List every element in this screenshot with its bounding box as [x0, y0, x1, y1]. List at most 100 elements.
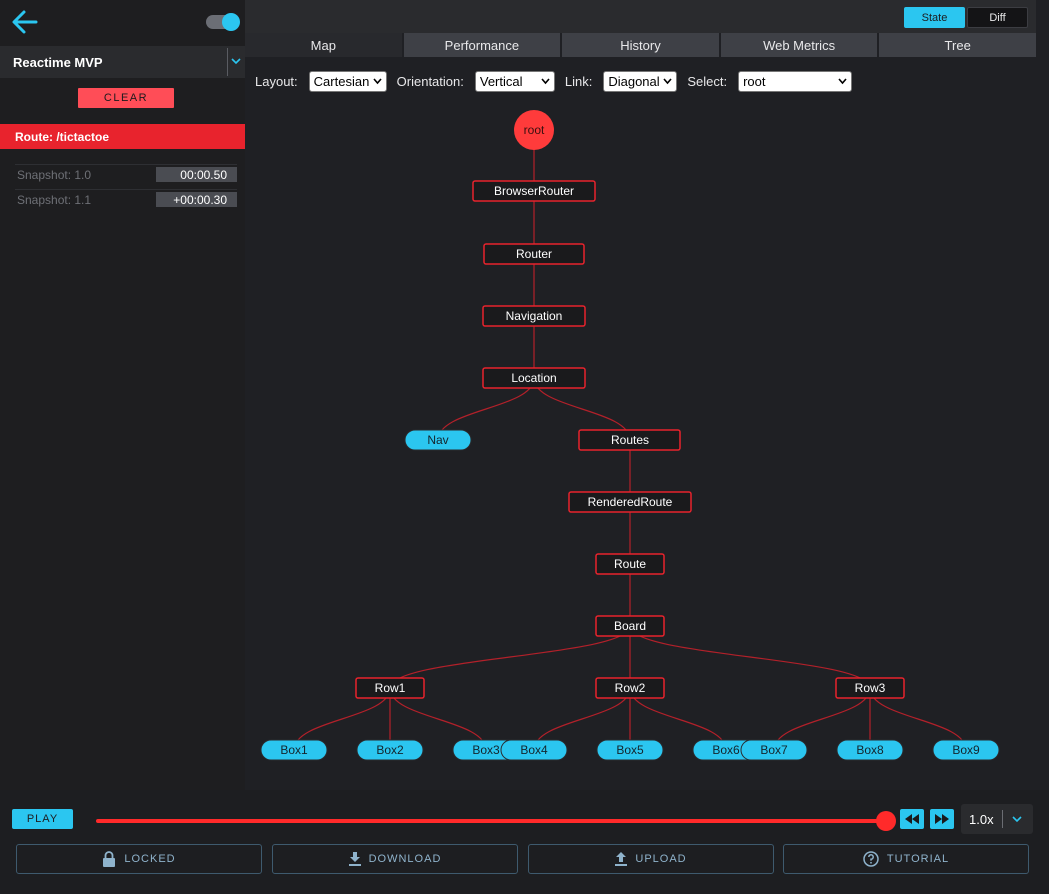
layout-value: Cartesian [313, 74, 370, 89]
chevron-down-icon [838, 78, 847, 85]
lock-icon [103, 851, 116, 867]
tutorial-button[interactable]: TUTORIAL [783, 844, 1029, 874]
tree-node-browserrouter[interactable]: BrowserRouter [472, 180, 596, 202]
tree-node-location[interactable]: Location [482, 367, 586, 389]
playback-speed-value: 1.0x [969, 811, 994, 827]
tree-node-row1[interactable]: Row1 [355, 677, 425, 699]
tree-node-label: Box1 [280, 743, 308, 757]
tree-node-root[interactable]: root [514, 110, 554, 150]
download-button[interactable]: DOWNLOAD [272, 844, 518, 874]
tree-node-row3[interactable]: Row3 [835, 677, 905, 699]
root-select[interactable]: root [738, 71, 853, 92]
orientation-label: Orientation: [396, 74, 464, 89]
tree-node-label: Routes [611, 433, 649, 447]
tree-node-row2[interactable]: Row2 [595, 677, 665, 699]
tree-node-label: Box4 [520, 743, 548, 757]
snapshot-row[interactable]: Snapshot: 1.1 +00:00.30 [15, 189, 237, 209]
diff-button[interactable]: Diff [967, 7, 1028, 28]
tree-node-box9[interactable]: Box9 [932, 739, 1000, 761]
tree-node-box8[interactable]: Box8 [836, 739, 904, 761]
tab-tree[interactable]: Tree [879, 33, 1036, 57]
snapshot-slider-handle[interactable] [876, 811, 896, 831]
route-header: Route: /tictactoe [0, 124, 245, 149]
chevron-down-icon [663, 78, 672, 85]
layout-select[interactable]: Cartesian [308, 71, 387, 92]
top-bar: State Diff [245, 0, 1036, 33]
play-button[interactable]: PLAY [12, 809, 73, 829]
main-panel: State Diff Map Performance History Web M… [245, 0, 1036, 790]
tree-node-label: Box7 [760, 743, 788, 757]
tree-node-label: BrowserRouter [494, 184, 574, 198]
tree-node-board[interactable]: Board [595, 615, 665, 637]
tree-node-box2[interactable]: Box2 [356, 739, 424, 761]
tree-node-label: Router [516, 247, 552, 261]
tree-node-route[interactable]: Route [595, 553, 665, 575]
tree-node-label: Box9 [952, 743, 980, 757]
locked-button[interactable]: LOCKED [16, 844, 262, 874]
select-label: Select: [687, 74, 728, 89]
tab-bar: Map Performance History Web Metrics Tree [245, 33, 1036, 57]
link-select[interactable]: Diagonal [603, 71, 678, 92]
tree-node-router[interactable]: Router [483, 243, 585, 265]
tree-node-box7[interactable]: Box7 [740, 739, 808, 761]
snapshot-slider-track[interactable] [96, 819, 885, 823]
tab-web-metrics[interactable]: Web Metrics [720, 33, 880, 57]
help-circle-icon [863, 851, 879, 867]
tree-node-box4[interactable]: Box4 [500, 739, 568, 761]
clear-button[interactable]: CLEAR [78, 88, 174, 108]
tree-node-nav[interactable]: Nav [404, 429, 472, 451]
sidebar: Reactime MVP CLEAR Route: /tictactoe Sna… [0, 0, 245, 790]
tab-history[interactable]: History [562, 33, 721, 57]
chevron-down-icon [231, 58, 241, 65]
tree-node-box1[interactable]: Box1 [260, 739, 328, 761]
orientation-select[interactable]: Vertical [474, 71, 555, 92]
back-arrow-icon[interactable] [10, 8, 40, 36]
layout-label: Layout: [255, 74, 298, 89]
tree-node-label: Box8 [856, 743, 884, 757]
tree-node-label: Row2 [615, 681, 646, 695]
tree-node-label: Box6 [712, 743, 740, 757]
rewind-icon [905, 814, 919, 824]
chevron-down-icon [1012, 816, 1022, 823]
app-selector[interactable]: Reactime MVP [0, 46, 245, 78]
link-label: Link: [564, 74, 593, 89]
player-bar: PLAY 1.0x LOCKED [0, 790, 1049, 894]
tree-node-label: Row3 [855, 681, 886, 695]
tree-node-label: Board [614, 619, 646, 633]
tree-node-label: root [524, 123, 545, 137]
tree-node-box5[interactable]: Box5 [596, 739, 664, 761]
download-label: DOWNLOAD [368, 853, 442, 865]
tree-node-navigation[interactable]: Navigation [482, 305, 586, 327]
tutorial-label: TUTORIAL [886, 853, 950, 865]
snapshot-time: 00:00.50 [156, 167, 237, 182]
root-select-value: root [743, 74, 766, 89]
map-controls: Layout: Cartesian Orientation: Vertical … [255, 71, 862, 92]
snapshot-time: +00:00.30 [156, 192, 237, 207]
locked-label: LOCKED [124, 853, 176, 865]
tree-node-label: Box2 [376, 743, 404, 757]
tree-node-label: Box3 [472, 743, 500, 757]
tree-node-label: Navigation [506, 309, 563, 323]
snapshot-label: Snapshot: 1.0 [17, 167, 92, 182]
tree-node-label: Route [614, 557, 646, 571]
fast-forward-icon [935, 814, 949, 824]
step-back-button[interactable] [900, 809, 924, 829]
tree-node-label: Nav [427, 433, 448, 447]
upload-button[interactable]: UPLOAD [528, 844, 774, 874]
tab-map[interactable]: Map [245, 33, 404, 57]
tab-performance[interactable]: Performance [403, 33, 563, 57]
vertical-scrollbar[interactable] [1036, 0, 1049, 726]
tree-node-label: Box5 [616, 743, 644, 757]
theme-toggle[interactable] [206, 13, 240, 31]
orientation-value: Vertical [479, 74, 523, 89]
tree-node-renderedroute[interactable]: RenderedRoute [568, 491, 692, 513]
link-value: Diagonal [608, 74, 660, 89]
tree-node-routes[interactable]: Routes [578, 429, 681, 451]
chevron-down-icon [373, 78, 382, 85]
download-icon [348, 852, 361, 866]
snapshot-row[interactable]: Snapshot: 1.0 00:00.50 [15, 164, 237, 184]
state-button[interactable]: State [904, 7, 965, 28]
step-forward-button[interactable] [930, 809, 954, 829]
playback-speed-select[interactable]: 1.0x [961, 804, 1033, 834]
